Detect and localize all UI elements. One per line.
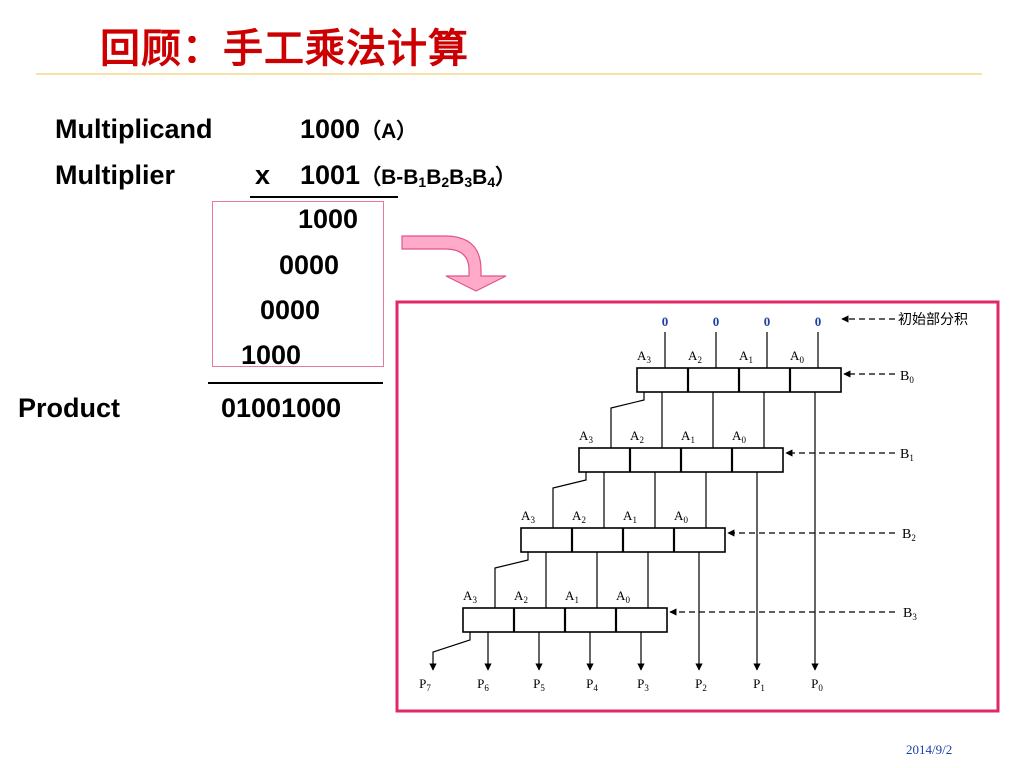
multiplier-note: （B-B1B2B3B4） xyxy=(360,166,517,190)
curved-arrow-icon xyxy=(401,235,507,292)
multiplicand-value: 1000 xyxy=(300,114,361,144)
diagram-frame xyxy=(395,300,1000,713)
partial-products-box xyxy=(212,201,384,367)
multiplicand-row: 1000（A） xyxy=(300,114,417,145)
p5-label: P5 xyxy=(533,676,545,693)
row0-a2-label: A2 xyxy=(688,348,702,365)
slide-title: 回顾：手工乘法计算 xyxy=(100,26,469,72)
row2-a3-label: A3 xyxy=(521,508,535,525)
row1-a1-label: A1 xyxy=(681,428,695,445)
row2-a2-label: A2 xyxy=(572,508,586,525)
row3-a0-label: A0 xyxy=(616,588,630,605)
row2-a0-label: A0 xyxy=(674,508,688,525)
init-zero-3: 0 xyxy=(764,314,771,329)
init-partial-label: 初始部分积 xyxy=(898,311,968,328)
init-zero-2: 0 xyxy=(713,314,720,329)
partial-product-3: 0000 xyxy=(260,295,321,325)
b3-label: B3 xyxy=(903,606,917,622)
p7-label: P7 xyxy=(419,676,431,693)
row0-a3-label: A3 xyxy=(637,348,651,365)
multiplicand-label: Multiplicand xyxy=(55,114,213,144)
multiplier-label: Multiplier xyxy=(55,160,175,190)
row3-a3-label: A3 xyxy=(463,588,477,605)
p3-label: P3 xyxy=(637,676,649,693)
row2-a1-label: A1 xyxy=(623,508,637,525)
b2-label: B2 xyxy=(902,527,916,543)
row1-a0-label: A0 xyxy=(732,428,746,445)
p0-label: P0 xyxy=(811,676,823,693)
slide-date: 2014/9/2 xyxy=(906,742,953,757)
product-rule xyxy=(208,382,383,384)
row0-a1-label: A1 xyxy=(739,348,753,365)
array-multiplier-diagram: 0 0 0 0 初始部分积 A3 A2 A1 A0 A3 A2 A1 A0 A3 xyxy=(395,300,1000,713)
init-zero-4: 0 xyxy=(815,314,822,329)
b1-label: B1 xyxy=(900,447,914,463)
row0-a0-label: A0 xyxy=(790,348,804,365)
partial-product-1: 1000 xyxy=(298,204,359,234)
multiplier-op: x xyxy=(255,160,271,190)
p1-label: P1 xyxy=(753,676,765,693)
row1-a2-label: A2 xyxy=(630,428,644,445)
product-label: Product xyxy=(18,393,121,423)
multiplier-value: 1001 xyxy=(300,160,361,190)
partial-product-4: 1000 xyxy=(241,340,302,370)
b0-label: B0 xyxy=(900,369,914,385)
product-value: 01001000 xyxy=(221,393,342,423)
p2-label: P2 xyxy=(695,676,707,693)
multiplier-row: 1001（B-B1B2B3B4） xyxy=(300,160,516,191)
p4-label: P4 xyxy=(586,676,598,693)
partial-product-2: 0000 xyxy=(279,250,340,280)
row3-a1-label: A1 xyxy=(565,588,579,605)
p6-label: P6 xyxy=(477,676,489,693)
multiplicand-note: （A） xyxy=(360,120,418,143)
multiplier-underline xyxy=(250,196,398,198)
title-divider xyxy=(36,73,982,75)
row3-a2-label: A2 xyxy=(514,588,528,605)
init-zero-1: 0 xyxy=(662,314,669,329)
row1-a3-label: A3 xyxy=(579,428,593,445)
